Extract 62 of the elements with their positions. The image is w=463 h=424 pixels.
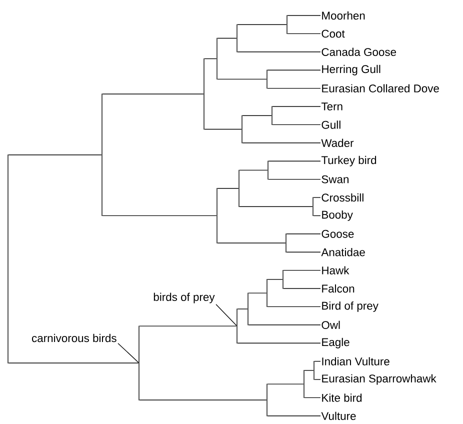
tree-branch bbox=[237, 308, 248, 310]
species-label: Hawk bbox=[322, 266, 350, 274]
tree-branch bbox=[217, 188, 239, 189]
tree-branch bbox=[304, 397, 321, 398]
tree-branch bbox=[237, 24, 287, 25]
tree-branch bbox=[8, 154, 102, 156]
tree-branch bbox=[248, 292, 267, 294]
species-label: Kite bird bbox=[322, 394, 362, 402]
leader-line bbox=[216, 304, 237, 326]
tree-branch bbox=[304, 370, 314, 371]
branch-label: birds of prey bbox=[154, 292, 215, 304]
species-label: Gull bbox=[322, 120, 340, 129]
species-label: Turkey bird bbox=[321, 156, 376, 166]
leader-line bbox=[118, 342, 139, 363]
species-label: Vulture bbox=[321, 412, 356, 420]
tree-branch bbox=[239, 170, 268, 171]
tree-branch bbox=[268, 178, 321, 180]
species-label: Booby bbox=[322, 210, 353, 221]
species-label: Canada Goose bbox=[322, 48, 396, 56]
species-label: Eagle bbox=[322, 338, 350, 348]
species-label: Swan bbox=[322, 175, 348, 184]
tree-branch bbox=[283, 288, 321, 289]
tree-branch bbox=[217, 38, 237, 39]
species-label: Moorhen bbox=[322, 11, 365, 20]
tree-branch bbox=[283, 270, 321, 271]
tree-branch bbox=[217, 78, 267, 80]
tree-branch bbox=[267, 279, 283, 280]
tree-branch bbox=[287, 33, 321, 34]
tree-branch bbox=[314, 360, 321, 362]
tree-branch bbox=[314, 379, 321, 380]
species-label: Crossbill bbox=[322, 193, 364, 202]
tree-branch bbox=[268, 160, 321, 162]
tree-branch bbox=[242, 142, 321, 144]
species-label: Eurasian Collared Dove bbox=[322, 84, 439, 92]
species-label: Tern bbox=[321, 102, 342, 110]
tree-branch bbox=[239, 206, 313, 207]
tree-branch bbox=[272, 124, 321, 126]
tree-branch bbox=[204, 128, 242, 130]
species-label: Owl bbox=[322, 320, 340, 330]
species-label: Bird of prey bbox=[322, 302, 378, 312]
species-label: Indian Vulture bbox=[322, 357, 390, 366]
tree-branch bbox=[267, 88, 321, 89]
tree-branch bbox=[313, 215, 321, 216]
species-label: Coot bbox=[322, 30, 345, 38]
tree-branch bbox=[267, 306, 321, 308]
tree-branch bbox=[204, 58, 217, 60]
species-label: Falcon bbox=[322, 284, 354, 293]
species-label: Herring Gull bbox=[322, 64, 380, 76]
species-label: Wader bbox=[321, 138, 354, 148]
species-label: Goose bbox=[322, 230, 354, 238]
tree-branch bbox=[287, 15, 321, 16]
branch-label: carnivorous birds bbox=[32, 334, 116, 342]
tree-branch bbox=[272, 106, 321, 107]
tree-branch bbox=[102, 215, 217, 216]
species-label: Anatidae bbox=[321, 248, 365, 256]
tree-branch bbox=[8, 362, 139, 364]
tree-branch bbox=[242, 115, 272, 116]
tree-branch bbox=[237, 342, 321, 344]
tree-branch bbox=[248, 324, 321, 326]
species-label: Eurasian Sparrowhawk bbox=[322, 374, 436, 385]
tree-branch bbox=[217, 242, 286, 244]
tree-branch bbox=[313, 197, 321, 198]
